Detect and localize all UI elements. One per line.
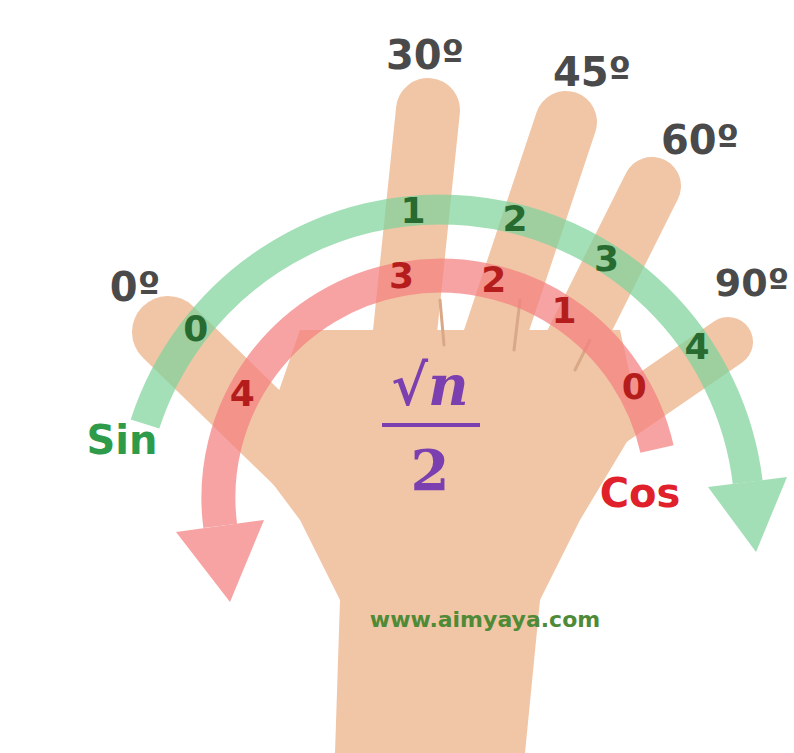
angle-label: 60º [661,120,739,160]
sin-arrow [145,209,787,552]
cos-value: 2 [481,262,506,298]
formula-denominator: 2 [411,442,450,498]
function-label: Cos [600,473,681,513]
cos-value: 3 [389,258,414,294]
cos-value: 0 [622,369,647,405]
index-finger [400,110,428,380]
watermark: www.aimyaya.com [370,609,600,631]
sin-value: 3 [594,241,619,277]
angle-label: 30º [386,35,464,75]
cos-value: 1 [552,293,577,329]
cos-arc [218,276,657,526]
cos-value: 4 [230,376,255,412]
sin-arrowhead [708,477,787,552]
angle-label: 45º [553,52,631,92]
sin-value: 2 [502,201,527,237]
sin-value: 1 [400,193,425,229]
angle-label: 0º [110,267,160,307]
sin-value: 4 [684,329,709,365]
cos-arrow [176,276,657,602]
function-label: Sin [87,420,158,460]
finger-gap [440,300,444,345]
angle-label: 90º [715,264,789,302]
cos-arrowhead [176,520,264,602]
fraction-bar [382,423,480,427]
formula-numerator: √n [391,357,469,413]
sin-value: 0 [183,311,208,347]
palm [255,330,640,753]
